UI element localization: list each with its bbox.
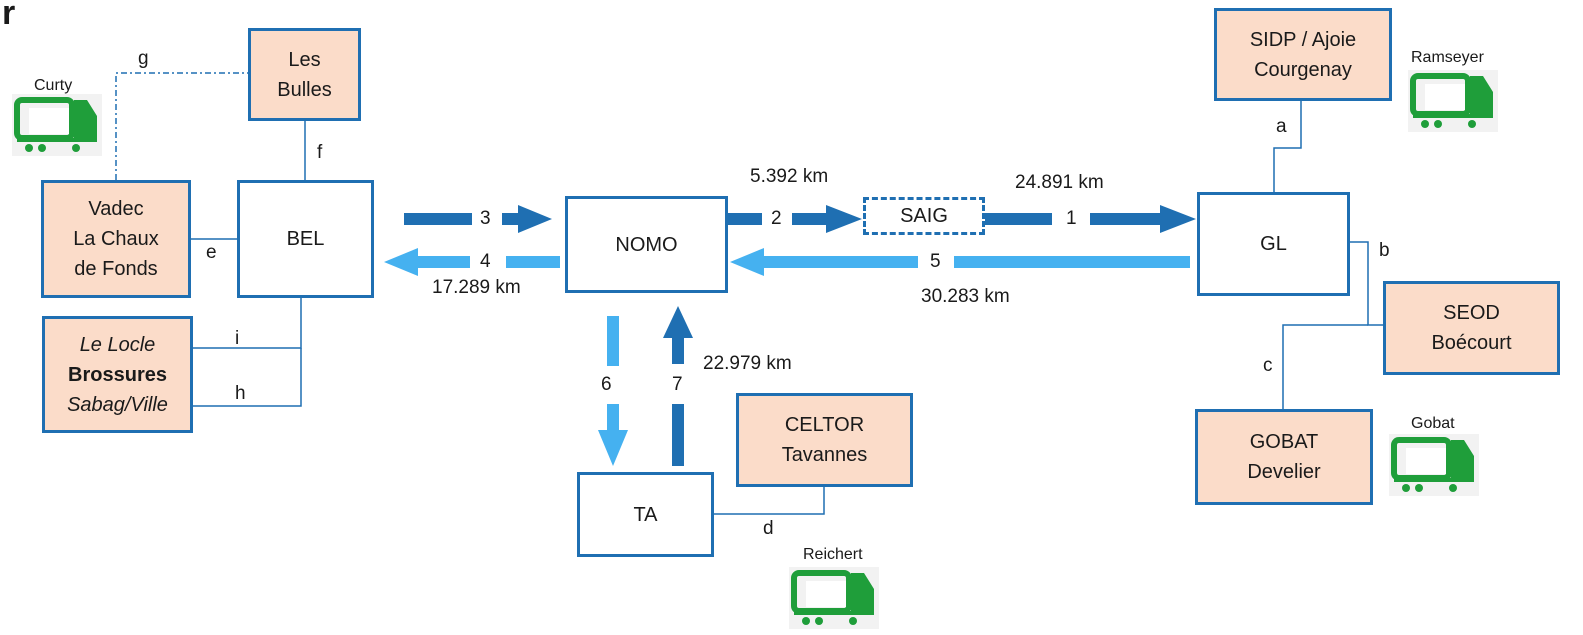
- route-3-arrow: [404, 205, 552, 233]
- facility-line: Vadec: [88, 198, 144, 220]
- route-4-number: 4: [480, 251, 491, 272]
- route-2-arrow: [728, 205, 862, 233]
- node-bel-label: BEL: [286, 228, 325, 250]
- facility-les-bulles: Les Bulles: [248, 28, 361, 121]
- facility-sidp: SIDP / Ajoie Courgenay: [1214, 8, 1392, 101]
- route-6-number: 6: [601, 374, 612, 395]
- connection-a: a: [1276, 116, 1287, 137]
- connection-i: i: [235, 328, 240, 349]
- route-4-distance: 17.289 km: [432, 277, 521, 298]
- facility-line: CELTOR: [784, 414, 865, 436]
- connection-g: g: [138, 48, 149, 69]
- truck-reichert-label: Reichert: [803, 546, 863, 563]
- garbage-truck-icon: [12, 94, 102, 156]
- connector-d: [713, 486, 825, 515]
- facility-gobat: GOBAT Develier: [1195, 409, 1373, 505]
- connector-a: [1273, 100, 1302, 192]
- route-7-distance: 22.979 km: [703, 353, 792, 374]
- node-saig: SAIG: [863, 197, 985, 235]
- facility-line: Les: [288, 48, 321, 71]
- facility-vadec: Vadec La Chaux de Fonds: [41, 180, 191, 298]
- connector-i: [192, 298, 302, 349]
- route-7-number: 7: [672, 374, 683, 395]
- facility-line: Tavannes: [781, 444, 868, 466]
- route-6-arrow: [598, 316, 628, 466]
- facility-celtor: CELTOR Tavannes: [736, 393, 913, 487]
- facility-line: SIDP / Ajoie: [1249, 28, 1357, 51]
- connector-g: [115, 72, 248, 180]
- node-nomo-label: NOMO: [615, 233, 678, 256]
- facility-line: Bulles: [277, 78, 332, 101]
- connector-h: [192, 348, 302, 407]
- node-gl-label: GL: [1260, 233, 1287, 255]
- facility-line: SEOD: [1443, 302, 1500, 324]
- route-1-arrow: [985, 205, 1196, 233]
- route-3-number: 3: [480, 208, 491, 229]
- route-5-distance: 30.283 km: [921, 286, 1010, 307]
- facility-line: Courgenay: [1254, 58, 1352, 81]
- node-gl: GL: [1197, 192, 1350, 296]
- facility-line: Brossures: [68, 363, 167, 386]
- node-ta-label: TA: [633, 503, 658, 526]
- node-saig-label: SAIG: [900, 205, 948, 227]
- truck-gobat-label: Gobat: [1411, 415, 1455, 432]
- truck-curty-label: Curty: [34, 77, 73, 94]
- connection-b: b: [1379, 240, 1390, 261]
- garbage-truck-icon: [1408, 70, 1498, 132]
- route-2-distance: 5.392 km: [750, 166, 829, 187]
- node-nomo: NOMO: [565, 196, 728, 293]
- panel-letter: r: [2, 0, 16, 32]
- connection-f: f: [317, 142, 323, 163]
- facility-line: Develier: [1247, 461, 1321, 483]
- connection-c: c: [1263, 355, 1273, 376]
- connector-b: [1350, 241, 1385, 326]
- route-1-number: 1: [1066, 208, 1077, 229]
- facility-line: de Fonds: [74, 258, 158, 280]
- facility-seod: SEOD Boécourt: [1383, 281, 1560, 375]
- facility-line: Le Locle: [79, 333, 156, 356]
- route-7-arrow: [663, 306, 693, 466]
- facility-line: Sabag/Ville: [67, 393, 168, 416]
- truck-ramseyer-label: Ramseyer: [1411, 49, 1484, 66]
- garbage-truck-icon: [1389, 434, 1479, 496]
- node-ta: TA: [577, 472, 714, 557]
- route-2-number: 2: [771, 208, 782, 229]
- node-bel: BEL: [237, 180, 374, 298]
- connector-c: [1282, 324, 1368, 409]
- connection-e: e: [206, 242, 217, 263]
- facility-line: Boécourt: [1431, 332, 1512, 354]
- facility-line: La Chaux: [73, 228, 159, 250]
- connection-d: d: [763, 518, 774, 539]
- route-1-distance: 24.891 km: [1015, 172, 1104, 193]
- facility-line: GOBAT: [1249, 431, 1319, 453]
- route-5-arrow: [730, 248, 1190, 276]
- facility-le-locle: Le Locle Brossures Sabag/Ville: [42, 316, 193, 433]
- garbage-truck-icon: [789, 567, 879, 629]
- route-4-arrow: [384, 248, 560, 276]
- connection-h: h: [235, 383, 246, 404]
- route-5-number: 5: [930, 251, 941, 272]
